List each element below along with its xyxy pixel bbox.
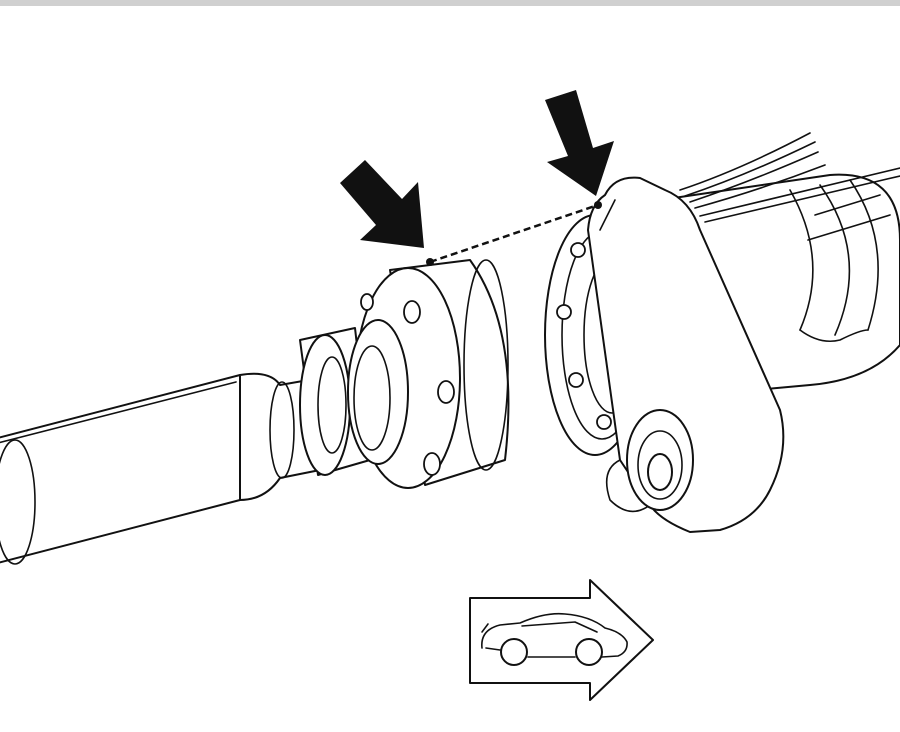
flange-bolt-hole [360,293,374,311]
propeller-shaft [0,327,371,565]
arrow-icon [340,160,424,248]
front-direction-indicator [469,579,654,701]
alignment-dashed-line [429,203,599,264]
flange-bolt-hole [556,304,572,320]
flange-bolt-hole [437,380,455,404]
front-direction-arrow-icon [469,579,654,701]
flange-bolt-hole [570,242,586,258]
differential-mount-plate [587,176,785,533]
arrow-icon [545,90,614,196]
flange-bolt-hole [596,414,612,430]
shaft-flange [347,259,510,489]
flange-bolt-hole [423,452,441,476]
vehicle-icon [481,612,628,666]
flange-bolt-hole [568,372,584,388]
frame-top-border [0,0,900,6]
flange-bolt-hole [403,300,421,324]
